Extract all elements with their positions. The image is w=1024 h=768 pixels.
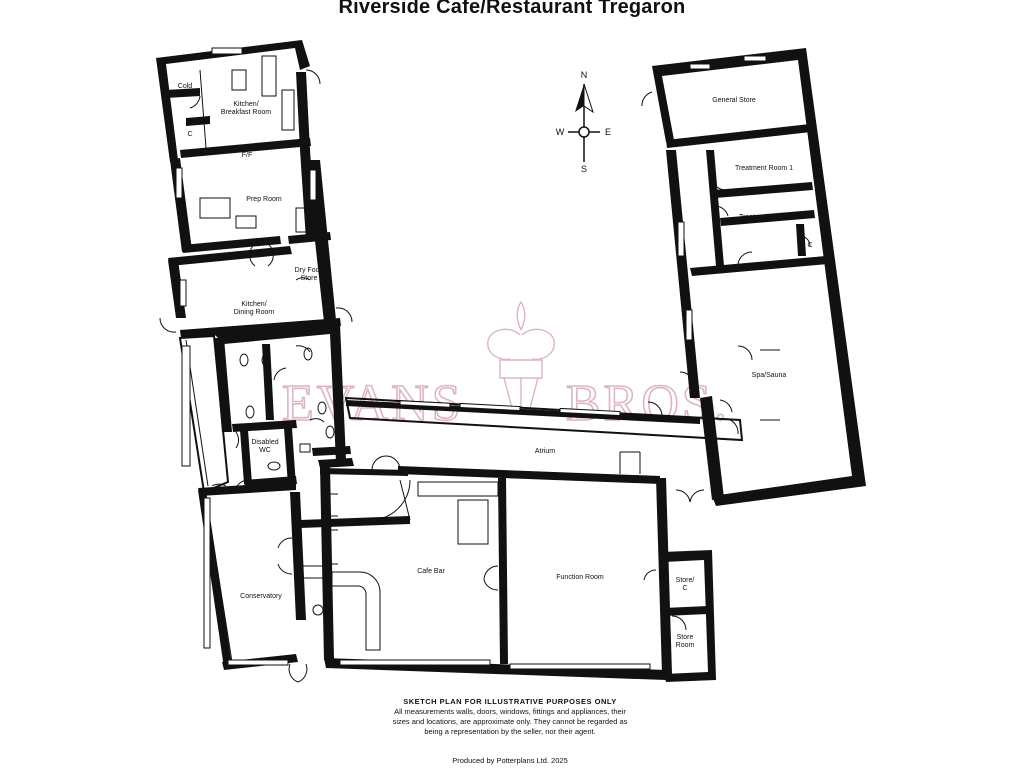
watermark-text-right: BROS. (566, 375, 730, 432)
disclaimer-line-1: All measurements walls, doors, windows, … (394, 707, 626, 716)
label-treatment-room-2: Treatment Room 2 (739, 214, 797, 221)
kitchen-block (156, 40, 353, 338)
compass-icon: N S E W (556, 70, 611, 174)
label-ff: F/F (242, 152, 253, 159)
east-stores-block (662, 550, 716, 682)
label-treatment-room-1: Treatment Room 1 (735, 165, 793, 172)
label-c-treatment: C (807, 242, 812, 249)
compass-west: W (556, 127, 565, 137)
label-store-c: Store/C (676, 577, 695, 592)
cafe-function-block (299, 466, 672, 680)
label-conservatory: Conservatory (240, 593, 282, 600)
label-kitchen-breakfast: Kitchen/Breakfast Room (221, 101, 271, 116)
compass-south: S (581, 164, 587, 174)
compass-east: E (605, 127, 611, 137)
disclaimer-line-3: being a representation by the seller, no… (424, 727, 596, 736)
label-spa-sauna: Spa/Sauna (752, 372, 787, 379)
label-prep-room: Prep Room (246, 196, 282, 203)
atrium-block (344, 396, 744, 503)
disclaimer: SKETCH PLAN FOR ILLUSTRATIVE PURPOSES ON… (340, 697, 680, 737)
label-cafe-bar: Cafe Bar (417, 568, 445, 575)
disclaimer-heading: SKETCH PLAN FOR ILLUSTRATIVE PURPOSES ON… (403, 697, 617, 706)
compass-north: N (581, 70, 588, 80)
conservatory-block (178, 334, 308, 683)
label-general-store: General Store (712, 97, 756, 104)
label-c-kitchen: C (187, 131, 192, 138)
producer-credit: Produced by Potterplans Ltd. 2025 (452, 756, 568, 765)
label-function-room: Function Room (556, 574, 604, 581)
east-wing-block (641, 48, 866, 506)
label-atrium: Atrium (535, 448, 555, 455)
plan-title: Riverside Cafe/Restaurant Tregaron (338, 0, 686, 18)
disclaimer-line-2: sizes and locations, are approximate onl… (392, 717, 628, 726)
label-kitchen-dining: Kitchen/Dining Room (234, 301, 275, 316)
